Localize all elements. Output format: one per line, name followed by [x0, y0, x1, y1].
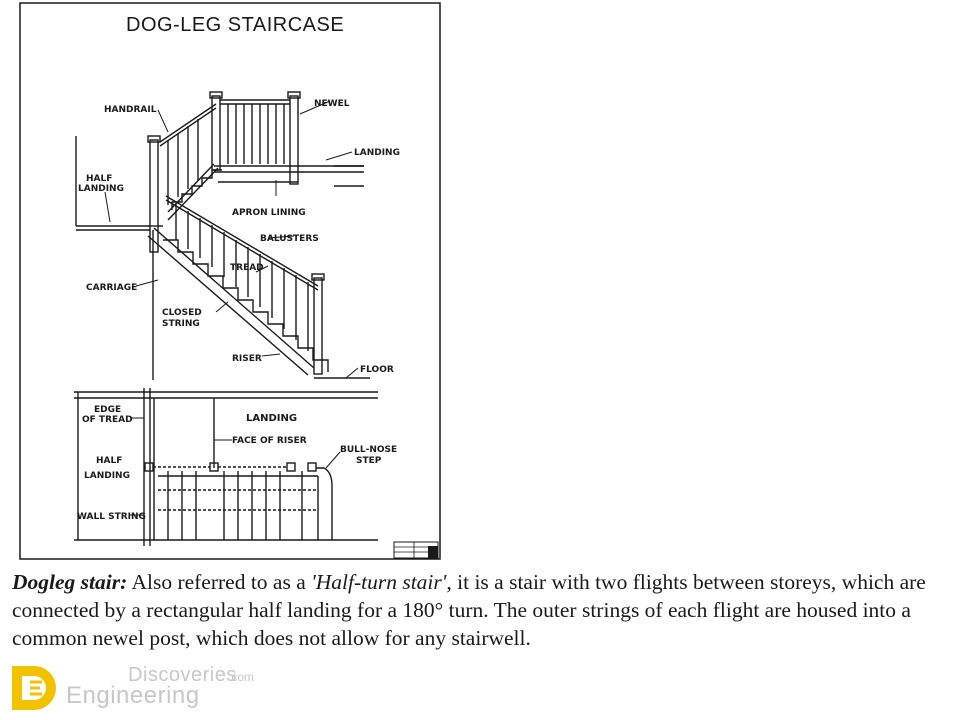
label-edge-of-tread-2: OF TREAD: [82, 415, 133, 425]
label-half-landing-plan-1: HALF: [96, 456, 122, 466]
caption-text-after: , it is a stair with two flights between…: [12, 570, 926, 650]
label-half-landing-plan-2: LANDING: [84, 471, 130, 481]
label-landing-plan: LANDING: [246, 413, 297, 424]
caption-paragraph: Dogleg stair: Also referred to as a 'Hal…: [12, 568, 952, 652]
discoveries-engineering-logo-icon: [12, 666, 56, 710]
label-half-landing-elevation-2: LANDING: [78, 184, 124, 194]
label-apron-lining: APRON LINING: [232, 208, 306, 218]
label-face-of-riser: FACE OF RISER: [232, 436, 307, 446]
caption-text-before: Also referred to as a: [127, 570, 312, 594]
label-newel: NEWEL: [314, 99, 350, 109]
label-riser: RISER: [232, 354, 262, 364]
brand-name-top: Discoveries: [128, 664, 237, 686]
brand-watermark: Discoveries .com Engineering: [8, 660, 268, 716]
brand-domain: .com: [228, 670, 255, 684]
staircase-drawing: DOG-LEG STAIRCASE: [18, 0, 442, 562]
label-handrail: HANDRAIL: [104, 105, 157, 115]
staircase-diagram-svg: DOG-LEG STAIRCASE: [19, 2, 441, 560]
brand-name-bottom: Engineering: [66, 682, 200, 709]
caption-term: Dogleg stair:: [12, 570, 128, 594]
label-half-landing-elevation-1: HALF: [86, 174, 112, 184]
label-tread: TREAD: [230, 263, 264, 273]
label-balusters: BALUSTERS: [260, 234, 319, 244]
label-carriage: CARRIAGE: [86, 283, 137, 293]
label-floor: FLOOR: [360, 365, 394, 375]
label-bull-nose-step-2: STEP: [356, 456, 382, 466]
diagram-title: DOG-LEG STAIRCASE: [126, 14, 344, 36]
label-bull-nose-step-1: BULL-NOSE: [340, 445, 397, 455]
label-wall-string: WALL STRING: [77, 512, 146, 522]
plan-view: [74, 388, 439, 559]
label-edge-of-tread-1: EDGE: [94, 405, 121, 415]
label-closed-string-2: STRING: [162, 319, 200, 329]
label-closed-string-1: CLOSED: [162, 308, 202, 318]
caption-alt-name: 'Half-turn stair': [311, 570, 447, 594]
elevation-view: [75, 91, 370, 380]
label-landing-elevation: LANDING: [354, 148, 400, 158]
